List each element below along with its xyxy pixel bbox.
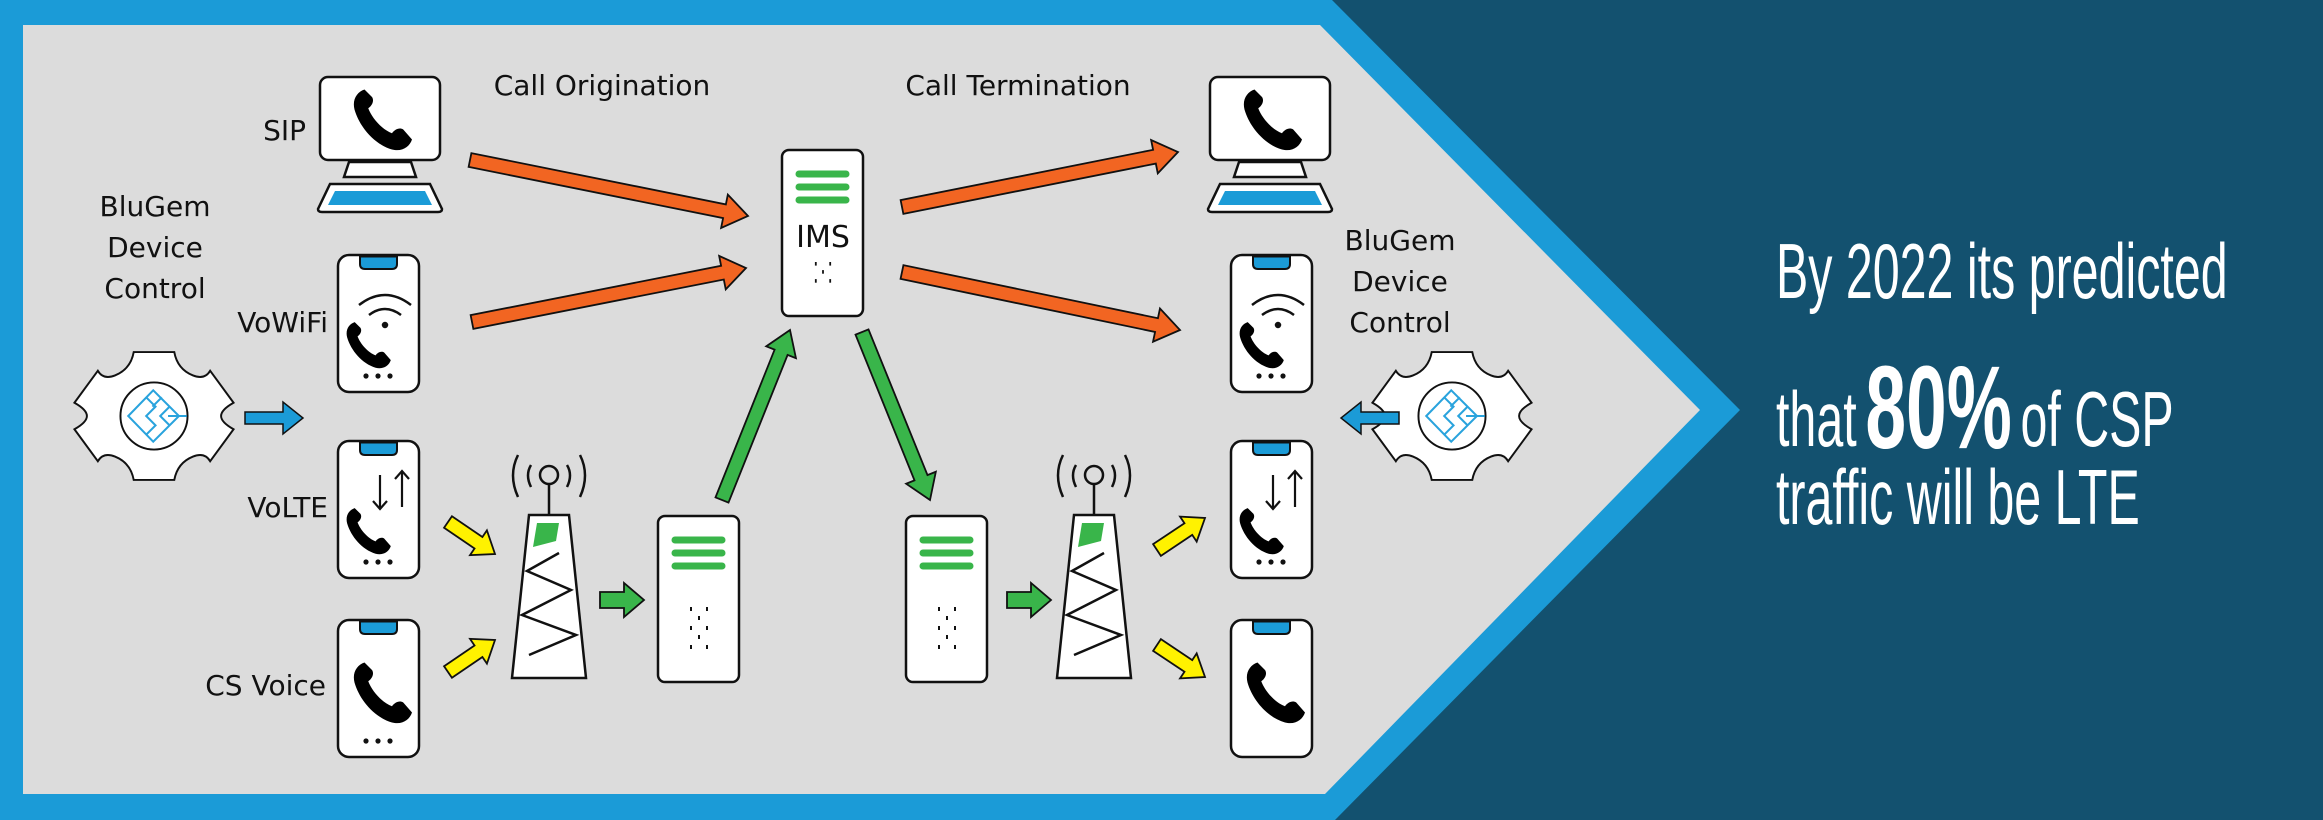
vowifi-label: VoWiFi <box>237 306 328 339</box>
right-control-line-2: Device <box>1352 265 1448 298</box>
headline-line-2-pre: that <box>1776 375 1857 463</box>
orange-arrow-ims-to-vowifi <box>899 264 1182 344</box>
call-origination-header: Call Origination <box>494 69 711 102</box>
call-termination-header: Call Termination <box>905 69 1130 102</box>
sip-label: SIP <box>263 114 306 147</box>
yellow-arrow-tower-to-volte <box>1151 515 1207 558</box>
right-control-line-3: Control <box>1349 306 1450 339</box>
sip-computer-right-icon <box>1206 75 1334 214</box>
cs-voice-phone-right-icon <box>1229 618 1314 759</box>
access-server-left-icon <box>658 516 739 682</box>
diagram-panel <box>23 25 1700 794</box>
green-arrow-server-to-tower-right <box>1006 581 1053 619</box>
green-arrow-ims-to-access <box>854 328 938 502</box>
volte-phone-right-icon <box>1229 439 1314 580</box>
green-arrow-tower-to-server-left <box>599 581 646 619</box>
blue-arrow-left-control <box>244 400 305 436</box>
headline-stat: 80% <box>1865 341 2012 474</box>
ims-label: IMS <box>796 220 850 255</box>
left-control-label: BluGem Device Control <box>100 190 211 305</box>
headline-line-2-post: of CSP <box>2020 375 2174 463</box>
orange-arrow-vowifi-to-ims <box>469 254 748 330</box>
headline-line-1: By 2022 its predicted <box>1776 227 2228 315</box>
right-control-label: BluGem Device Control <box>1345 224 1456 339</box>
sip-computer-left-icon <box>316 75 444 214</box>
flow-arrows <box>442 138 1207 680</box>
volte-phone-left-icon <box>336 439 421 580</box>
left-control-line-3: Control <box>104 272 205 305</box>
yellow-arrow-volte-to-tower <box>442 514 497 557</box>
cs-voice-phone-left-icon <box>336 618 421 759</box>
left-control-line-1: BluGem <box>100 190 211 223</box>
yellow-arrow-tower-to-cs <box>1151 637 1207 680</box>
cs-voice-label: CS Voice <box>205 669 326 702</box>
ims-server-icon: IMS <box>782 150 863 316</box>
left-control-line-2: Device <box>107 231 203 264</box>
orange-arrow-sip-to-ims <box>467 152 750 230</box>
volte-label: VoLTE <box>247 491 328 524</box>
headline-line-3: traffic will be LTE <box>1776 453 2140 541</box>
yellow-arrow-cs-to-tower <box>442 637 497 680</box>
access-server-right-icon <box>906 516 987 682</box>
vowifi-phone-left-icon <box>336 253 421 394</box>
vowifi-phone-right-icon <box>1229 253 1314 394</box>
blue-arrow-right-control <box>1339 400 1400 436</box>
blugem-gear-left-icon <box>73 351 235 481</box>
right-control-line-1: BluGem <box>1345 224 1456 257</box>
green-arrow-access-to-ims <box>714 328 798 504</box>
orange-arrow-ims-to-sip <box>899 138 1180 215</box>
